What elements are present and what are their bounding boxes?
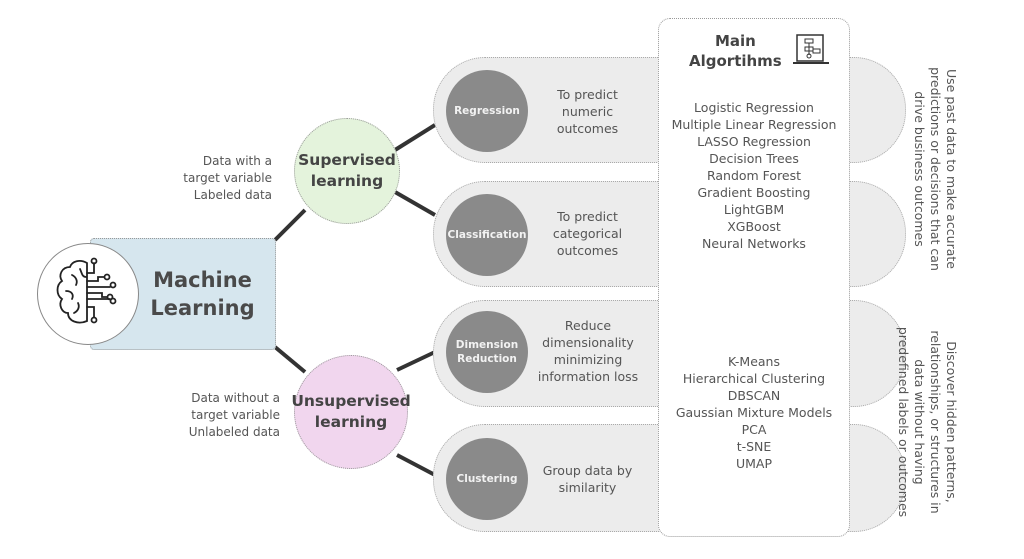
brain-circuit-icon (56, 257, 117, 324)
task-label: Classification (447, 228, 527, 241)
task-label: Regression (454, 104, 520, 117)
task-regression: Regression (446, 70, 528, 152)
task-label: Clustering (456, 472, 518, 485)
brain-circle (37, 243, 139, 345)
flowchart-monitor-icon (793, 34, 829, 64)
task-clustering: Clustering (446, 438, 528, 520)
task-classification: Classification (446, 194, 528, 276)
unsupervised-outcome-text: Discover hidden patterns,relationships, … (896, 326, 959, 518)
